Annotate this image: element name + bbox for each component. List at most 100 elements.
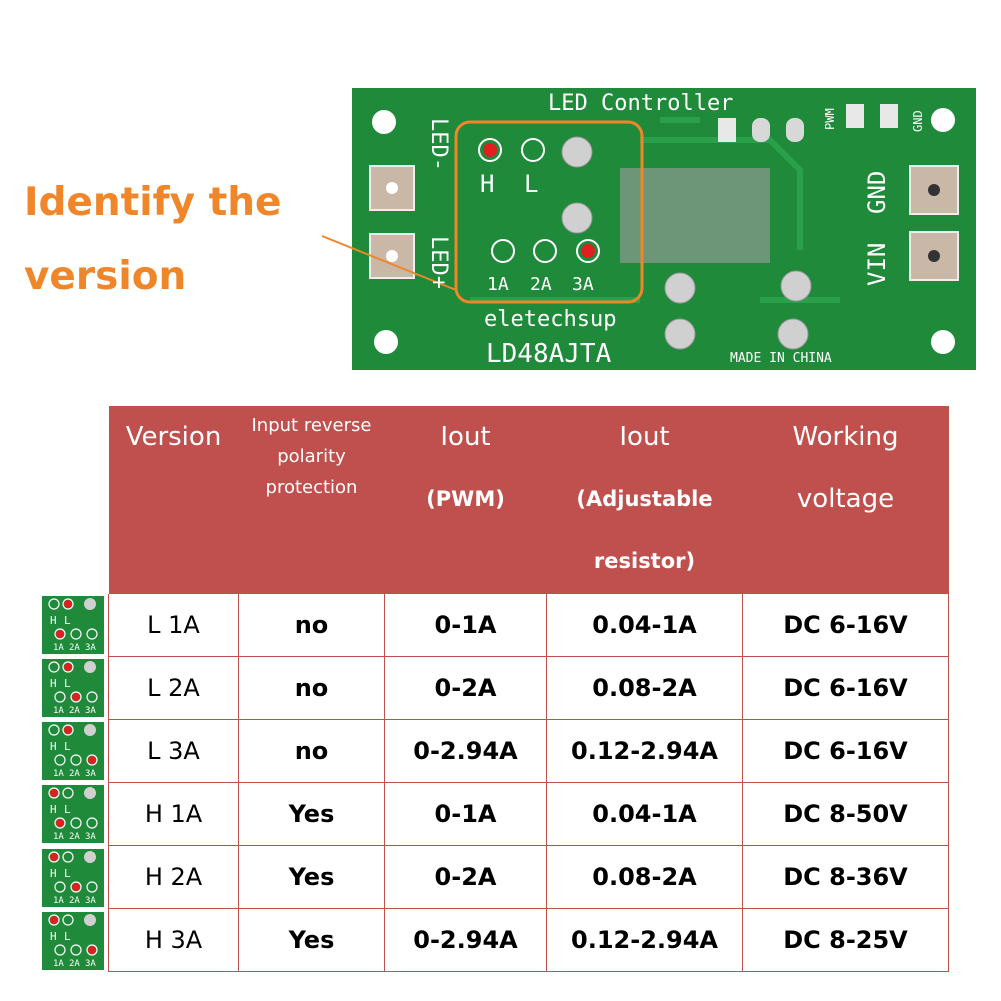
thumb-jumper-l	[62, 661, 74, 673]
thumb-label-current: 1A	[53, 643, 64, 653]
thumb-marker-hl	[50, 789, 58, 797]
jumper-1a	[491, 239, 515, 263]
table-row: L 1A no 0-1A 0.04-1A DC 6-16V	[108, 594, 949, 657]
header-version: Version	[108, 406, 239, 594]
thumb-jumper-current	[70, 881, 82, 893]
header-voltage: Working voltage	[742, 406, 949, 594]
jumper-2a	[533, 239, 557, 263]
thumb-label-current: 2A	[69, 832, 80, 842]
thumb-jumper-current	[70, 944, 82, 956]
cell-protection: Yes	[238, 908, 385, 972]
thumb-jumper-current	[86, 691, 98, 703]
thumb-jumper-current	[54, 944, 66, 956]
thumb-jumper-h	[48, 851, 60, 863]
thumb-jumper-h	[48, 661, 60, 673]
thumb-solder	[84, 787, 96, 799]
cell-iout-resistor: 0.12-2.94A	[546, 908, 743, 972]
cell-version: L 2A	[108, 656, 239, 720]
cell-version: L 3A	[108, 719, 239, 783]
thumb-jumper-current	[70, 754, 82, 766]
thumb-label-h: H	[50, 803, 57, 816]
thumb-label-l: L	[64, 740, 71, 753]
thumb-jumper-current	[86, 944, 98, 956]
thumb-jumper-current	[70, 691, 82, 703]
label-led-controller: LED Controller	[548, 91, 733, 116]
label-made-in: MADE IN CHINA	[730, 351, 832, 366]
thumb-jumper-current	[54, 628, 66, 640]
thumb-solder	[84, 724, 96, 736]
thumb-label-current: 3A	[85, 959, 96, 969]
thumb-label-current: 3A	[85, 769, 96, 779]
cell-version: L 1A	[108, 594, 239, 657]
cell-voltage: DC 6-16V	[742, 656, 949, 720]
thumb-jumper-current	[70, 817, 82, 829]
cell-voltage: DC 8-50V	[742, 782, 949, 846]
cell-iout-resistor: 0.04-1A	[546, 594, 743, 657]
thumb-jumper-h	[48, 787, 60, 799]
thumb-jumper-h	[48, 914, 60, 926]
cell-iout-resistor: 0.08-2A	[546, 656, 743, 720]
cell-voltage: DC 6-16V	[742, 719, 949, 783]
thumb-jumper-current	[54, 881, 66, 893]
thumb-solder	[84, 598, 96, 610]
headline: Identify the version	[24, 166, 314, 314]
cell-iout-pwm: 0-2.94A	[384, 719, 547, 783]
thumb-label-current: 1A	[53, 896, 64, 906]
header-protection: Input reverse polarity protection	[238, 406, 385, 594]
label-gnd-side: GND	[863, 171, 891, 214]
cell-voltage: DC 8-25V	[742, 908, 949, 972]
cell-iout-pwm: 0-2.94A	[384, 908, 547, 972]
thumb-label-current: 3A	[85, 896, 96, 906]
label-vin: VIN	[863, 243, 891, 286]
thumb-marker-current	[56, 819, 64, 827]
jumper-3a-marked	[576, 239, 600, 263]
thumb-solder	[84, 851, 96, 863]
cell-version: H 2A	[108, 845, 239, 909]
thumb-label-h: H	[50, 677, 57, 690]
thumb-label-current: 2A	[69, 959, 80, 969]
table-row: L 3A no 0-2.94A 0.12-2.94A DC 6-16V	[108, 719, 949, 783]
thumb-jumper-l	[62, 851, 74, 863]
cell-version: H 1A	[108, 782, 239, 846]
thumb-jumper-l	[62, 598, 74, 610]
thumb-jumper-l	[62, 787, 74, 799]
thumb-label-h: H	[50, 930, 57, 943]
label-led-plus: LED+	[426, 236, 451, 289]
table-header-row: Version Input reverse polarity protectio…	[108, 406, 949, 594]
thumb-label-current: 3A	[85, 832, 96, 842]
table-row: H 1A Yes 0-1A 0.04-1A DC 8-50V	[108, 782, 949, 846]
thumb-jumper-l	[62, 724, 74, 736]
pcb-board-photo: LED Controller PWM GND LED- LED+ H L 1A …	[321, 88, 976, 370]
thumb-label-current: 1A	[53, 959, 64, 969]
header-iout-resistor: Iout (Adjustable resistor)	[546, 406, 743, 594]
pointer-line	[321, 235, 457, 291]
thumb-label-current: 2A	[69, 896, 80, 906]
thumb-label-current: 1A	[53, 832, 64, 842]
thumb-label-h: H	[50, 740, 57, 753]
thumb-marker-hl	[64, 726, 72, 734]
headline-line-2: version	[24, 254, 187, 299]
cell-iout-pwm: 0-2A	[384, 656, 547, 720]
thumb-jumper-current	[54, 691, 66, 703]
thumb-solder	[84, 914, 96, 926]
thumb-label-current: 1A	[53, 769, 64, 779]
table-row: H 3A Yes 0-2.94A 0.12-2.94A DC 8-25V	[108, 908, 949, 972]
thumb-label-current: 2A	[69, 706, 80, 716]
label-brand: eletechsup	[484, 307, 616, 332]
thumb-solder	[84, 661, 96, 673]
thumb-label-h: H	[50, 867, 57, 880]
label-model: LD48AJTA	[486, 339, 612, 369]
thumb-jumper-current	[86, 754, 98, 766]
thumb-marker-current	[88, 756, 96, 764]
thumb-jumper-current	[86, 817, 98, 829]
thumb-label-current: 3A	[85, 706, 96, 716]
thumb-label-current: 3A	[85, 643, 96, 653]
cell-protection: no	[238, 594, 385, 657]
thumb-jumper-l	[62, 914, 74, 926]
thumb-label-current: 2A	[69, 643, 80, 653]
thumb-marker-current	[72, 693, 80, 701]
label-h: H	[480, 170, 494, 198]
thumb-jumper-h	[48, 598, 60, 610]
